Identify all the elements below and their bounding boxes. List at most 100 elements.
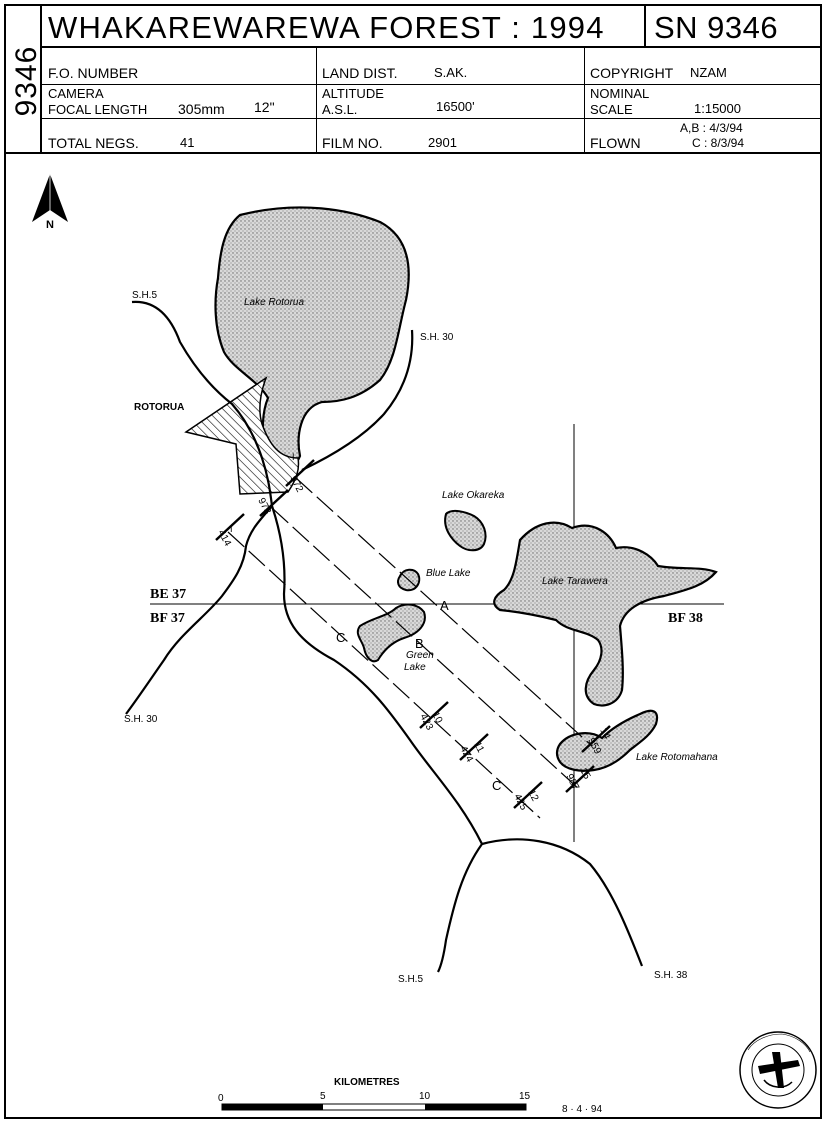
north-label: N — [46, 219, 54, 231]
header-rule — [40, 118, 820, 119]
header-rule — [644, 4, 646, 48]
frame-423-tick — [419, 701, 449, 729]
state-highways — [125, 300, 644, 973]
grid-bf37-label: BF 37 — [150, 611, 185, 626]
flown-c-date: C : 8/3/94 — [692, 136, 745, 150]
scale-label: SCALE — [590, 102, 633, 117]
sh5-north-road — [131, 300, 274, 507]
header-rule — [40, 46, 820, 48]
camera-label: CAMERA — [48, 86, 104, 101]
frame-ticks — [215, 459, 611, 809]
flown-ab-date: A,B : 4/3/94 — [680, 121, 743, 135]
scale-segment-0-5 — [222, 1104, 323, 1110]
focal-length-in: 12" — [254, 99, 275, 115]
sh38-road — [481, 838, 644, 967]
sh30-south-road — [125, 505, 273, 715]
sheet-serial: SN 9346 — [654, 10, 779, 45]
green-lake-label-2: Lake — [404, 662, 426, 673]
scale-tick-5: 5 — [320, 1091, 326, 1102]
frame-987-tick — [565, 765, 595, 793]
copyright-value: NZAM — [690, 65, 727, 80]
lake-rotomahana-label: Lake Rotomahana — [636, 752, 718, 763]
focal-length-mm: 305mm — [178, 101, 225, 117]
sh5-north-label: S.H.5 — [132, 290, 157, 301]
lake-okareka-shape — [444, 509, 487, 552]
focal-length-label: FOCAL LENGTH — [48, 102, 148, 117]
flight-runs — [227, 477, 593, 819]
altitude-value: 16500' — [436, 99, 475, 114]
sheet-border — [4, 4, 822, 1119]
run-c-left-label: C — [336, 630, 345, 645]
run-c-mid-label: C — [492, 778, 501, 793]
frame-959-tick — [581, 725, 611, 753]
nominal-label: NOMINAL — [590, 86, 650, 101]
lake-rotorua-shape — [214, 206, 410, 476]
rotorua-town-label: ROTORUA — [134, 402, 184, 413]
header-rule — [584, 48, 585, 154]
sheet-title: WHAKAREWAREWA FOREST : 1994 — [48, 10, 605, 45]
sh5-south-label: S.H.5 — [398, 974, 423, 985]
map-date: 8 · 4 · 94 — [562, 1104, 602, 1115]
scale-bar: KILOMETRES 0 5 10 15 — [218, 1077, 531, 1111]
scale-tick-10: 10 — [419, 1091, 431, 1102]
run-b-line — [271, 507, 581, 791]
sh5-south-road — [270, 505, 484, 973]
film-no-label: FILM NO. — [322, 135, 383, 151]
north-arrow-icon: N — [32, 174, 68, 231]
scale-bar-title: KILOMETRES — [334, 1077, 400, 1088]
frame-425-tick — [513, 781, 543, 809]
total-negs-value: 41 — [180, 135, 195, 150]
frame-414-tick — [215, 513, 245, 541]
frame-423-top: 10 — [429, 710, 444, 725]
scale-tick-0: 0 — [218, 1093, 224, 1104]
frame-959-top: 14 — [597, 726, 612, 741]
lake-tarawera-shape — [493, 521, 718, 707]
run-a-line — [295, 477, 593, 747]
frame-424-tick — [459, 733, 489, 761]
frame-972-label: 972 — [287, 474, 305, 494]
header-rule — [316, 48, 317, 154]
lake-tarawera-label: Lake Tarawera — [542, 576, 608, 587]
scale-tick-15: 15 — [519, 1091, 531, 1102]
run-c-line — [227, 531, 541, 819]
frame-972-top: I — [292, 452, 295, 462]
total-negs-label: TOTAL NEGS. — [48, 135, 139, 151]
green-lake-shape — [356, 603, 426, 663]
scale-value: 1:15000 — [694, 101, 741, 116]
lake-okareka-label: Lake Okareka — [442, 490, 505, 501]
asl-label: A.S.L. — [322, 102, 358, 117]
header-rule — [4, 152, 822, 154]
copyright-label: COPYRIGHT — [590, 65, 674, 81]
nz-aerial-mapping-logo-icon — [739, 1031, 817, 1109]
run-a-label: A — [440, 598, 449, 613]
sh30-south-label: S.H. 30 — [124, 714, 158, 725]
flown-label: FLOWN — [590, 135, 641, 151]
header-table: 9346 WHAKAREWAREWA FOREST : 1994 SN 9346… — [4, 4, 822, 156]
frame-987-top: 15 — [577, 766, 592, 781]
lake-rotomahana-shape — [555, 709, 659, 772]
run-b-label: B — [415, 636, 424, 651]
header-rule — [40, 4, 42, 154]
frame-972-tick — [285, 459, 315, 487]
rotorua-town-area — [184, 376, 300, 495]
sh30-north-label: S.H. 30 — [420, 332, 454, 343]
grid-bf38-label: BF 38 — [668, 611, 703, 626]
lake-rotorua-label: Lake Rotorua — [244, 297, 304, 308]
frame-987-label: 987 — [563, 772, 581, 792]
green-lake-label-1: Green — [406, 650, 434, 661]
grid-be37-label: BE 37 — [150, 587, 186, 602]
frame-425-top: 12 — [525, 788, 540, 803]
sh30-north-road — [301, 329, 414, 471]
blue-lake-label: Blue Lake — [426, 568, 471, 579]
sh38-label: S.H. 38 — [654, 970, 688, 981]
fo-number-label: F.O. NUMBER — [48, 65, 139, 81]
header-rule — [40, 84, 820, 85]
altitude-label: ALTITUDE — [322, 86, 384, 101]
land-dist-value: S.AK. — [434, 65, 468, 80]
scale-segment-10-15 — [425, 1104, 526, 1110]
frame-424-top: 11 — [471, 740, 486, 755]
film-no-value: 2901 — [428, 135, 457, 150]
frame-414-top: I — [230, 524, 233, 534]
land-dist-label: LAND DIST. — [322, 65, 398, 81]
